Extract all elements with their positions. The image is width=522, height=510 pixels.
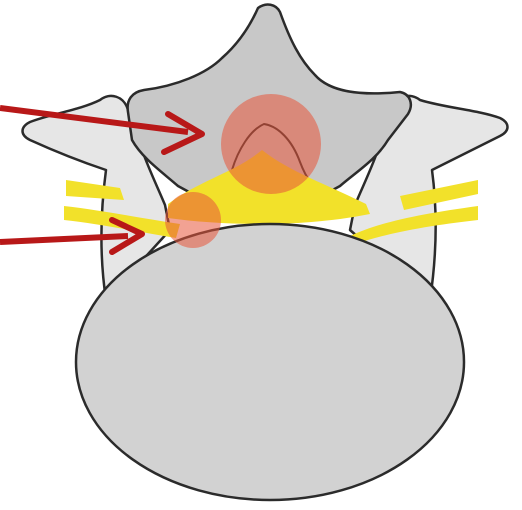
foraminal-stenosis-highlight	[165, 192, 221, 248]
vertebral-body	[76, 224, 464, 500]
central-stenosis-highlight	[221, 94, 321, 194]
arrow-lower	[0, 220, 142, 252]
